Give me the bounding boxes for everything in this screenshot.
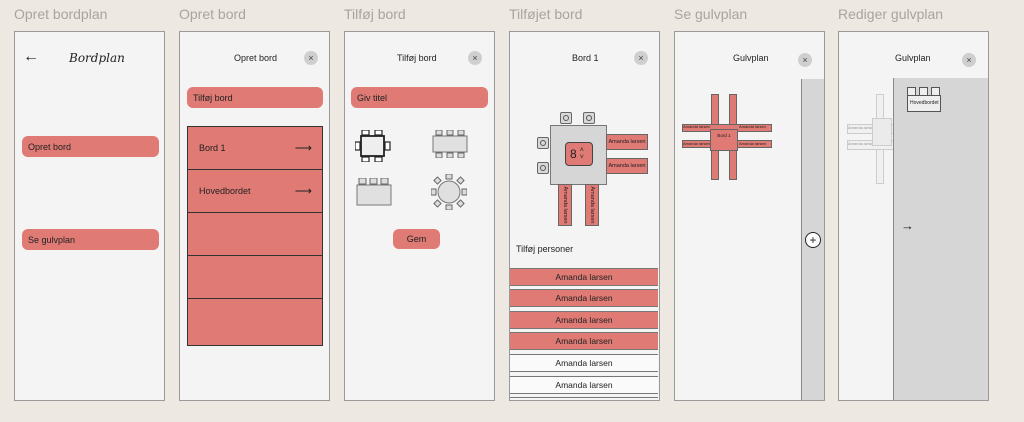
person-row[interactable]: Amanda larsen bbox=[510, 332, 658, 350]
screen-tilfoejet-bord: Bord 1 × 8 ˄˅ Amanda larsen Amanda larse… bbox=[509, 31, 660, 401]
floorplan-seat-name: Amanda larsen bbox=[683, 141, 710, 146]
long-table-option[interactable] bbox=[432, 129, 468, 159]
screen-tilfoej-bord: Tilføj bord × Giv titel bbox=[344, 31, 495, 401]
add-seat-icon bbox=[540, 165, 546, 171]
arrow-right-icon[interactable]: → bbox=[901, 218, 914, 233]
rect-table-icon bbox=[356, 177, 392, 206]
frame-title-opret-bord: Opret bord bbox=[179, 6, 246, 22]
arrow-right-icon: ⟶ bbox=[294, 184, 312, 198]
seat-label[interactable]: Amanda larsen bbox=[606, 158, 648, 174]
square-table-option[interactable] bbox=[354, 129, 391, 163]
seat-count-stepper[interactable]: 8 ˄˅ bbox=[565, 142, 593, 166]
table-row-empty[interactable] bbox=[188, 256, 322, 299]
person-row[interactable]: Amanda larsen bbox=[510, 268, 658, 286]
gem-button[interactable]: Gem bbox=[393, 229, 440, 249]
page-title: Gulvplan bbox=[895, 53, 931, 63]
floorplan-table-label: Bord 1 bbox=[717, 133, 731, 138]
edit-panel[interactable] bbox=[893, 78, 988, 400]
frame-title-opret-bordplan: Opret bordplan bbox=[14, 6, 108, 22]
chair[interactable] bbox=[560, 112, 572, 124]
close-icon[interactable]: × bbox=[798, 53, 812, 67]
table-title-input[interactable]: Giv titel bbox=[351, 87, 488, 108]
close-icon[interactable]: × bbox=[634, 51, 648, 65]
arrow-right-icon: ⟶ bbox=[294, 141, 312, 155]
opret-bord-button[interactable]: Opret bord bbox=[22, 136, 159, 157]
close-icon[interactable]: × bbox=[304, 51, 318, 65]
screen-opret-bordplan: ← Bordplan Opret bord Se gulvplan bbox=[14, 31, 165, 401]
seat-label[interactable]: Amanda larsen bbox=[558, 184, 572, 226]
frame-title-tilfoej-bord: Tilføj bord bbox=[344, 6, 406, 22]
chair[interactable] bbox=[583, 112, 595, 124]
page-title: Opret bord bbox=[234, 53, 278, 63]
add-seat-icon bbox=[540, 140, 546, 146]
seat-label-text: Amanda larsen bbox=[562, 186, 568, 224]
person-row[interactable]: Amanda larsen bbox=[510, 311, 658, 329]
rect-table-option[interactable] bbox=[356, 177, 392, 206]
plus-icon[interactable]: + bbox=[805, 232, 821, 248]
person-row[interactable]: Amanda larsen bbox=[510, 289, 658, 307]
draggable-table[interactable]: Hovedbordet bbox=[907, 95, 941, 112]
add-seat-icon bbox=[586, 115, 592, 121]
table-row-empty[interactable] bbox=[188, 299, 322, 342]
screen-se-gulvplan: Gulvplan × + Bord 1 Amanda larsen Amanda… bbox=[674, 31, 825, 401]
table-name: Hovedbordet bbox=[199, 186, 251, 196]
page-title: Tilføj bord bbox=[397, 53, 437, 63]
frame-title-rediger-gulvplan: Rediger gulvplan bbox=[838, 6, 944, 22]
round-table-option[interactable] bbox=[430, 173, 468, 211]
add-seat-icon bbox=[563, 115, 569, 121]
seat-label[interactable]: Amanda larsen bbox=[606, 134, 648, 150]
divider bbox=[510, 397, 658, 398]
table-row-hovedbordet[interactable]: Hovedbordet ⟶ bbox=[188, 170, 322, 213]
long-table-icon bbox=[432, 129, 468, 159]
screen-rediger-gulvplan: Gulvplan × Amanda larsen Amanda larsen →… bbox=[838, 31, 989, 401]
seat-label-text: Amanda larsen bbox=[589, 186, 595, 224]
app-logo: Bordplan bbox=[69, 51, 125, 65]
frame-title-tilfoejet-bord: Tilføjet bord bbox=[509, 6, 583, 22]
table-row-bord-1[interactable]: Bord 1 ⟶ bbox=[188, 127, 322, 170]
close-icon[interactable]: × bbox=[468, 51, 482, 65]
chair[interactable] bbox=[537, 162, 549, 174]
back-arrow-icon[interactable]: ← bbox=[23, 48, 39, 65]
se-gulvplan-button[interactable]: Se gulvplan bbox=[22, 229, 159, 250]
floorplan-seat-name: Amanda larsen bbox=[683, 124, 710, 129]
screen-opret-bord: Opret bord × Tilføj bord Bord 1 ⟶ Hovedbo… bbox=[179, 31, 330, 401]
table-row-empty[interactable] bbox=[188, 213, 322, 256]
tilfoej-bord-button[interactable]: Tilføj bord bbox=[187, 87, 323, 108]
add-people-label: Tilføj personer bbox=[516, 244, 574, 254]
round-table-icon bbox=[430, 173, 468, 211]
square-table-icon bbox=[354, 129, 391, 163]
floorplan-table bbox=[872, 118, 892, 146]
close-icon[interactable]: × bbox=[962, 53, 976, 67]
floorplan-table[interactable]: Bord 1 bbox=[710, 129, 738, 151]
frame-title-se-gulvplan: Se gulvplan bbox=[674, 6, 748, 22]
table-name: Bord 1 bbox=[199, 143, 226, 153]
seat-label[interactable]: Amanda larsen bbox=[585, 184, 599, 226]
stepper-arrows-icon: ˄˅ bbox=[579, 147, 584, 161]
floorplan-seat-name: Amanda larsen bbox=[739, 124, 766, 129]
floorplan-seat-name: Amanda larsen bbox=[739, 141, 766, 146]
chair[interactable] bbox=[537, 137, 549, 149]
table-list: Bord 1 ⟶ Hovedbordet ⟶ bbox=[187, 126, 323, 346]
page-title: Bord 1 bbox=[572, 53, 599, 63]
seat-count-value: 8 bbox=[570, 147, 577, 161]
page-title: Gulvplan bbox=[733, 53, 769, 63]
person-row[interactable]: Amanda larsen bbox=[510, 354, 658, 372]
draggable-table-label: Hovedbordet bbox=[910, 100, 939, 106]
person-row[interactable]: Amanda larsen bbox=[510, 376, 658, 394]
